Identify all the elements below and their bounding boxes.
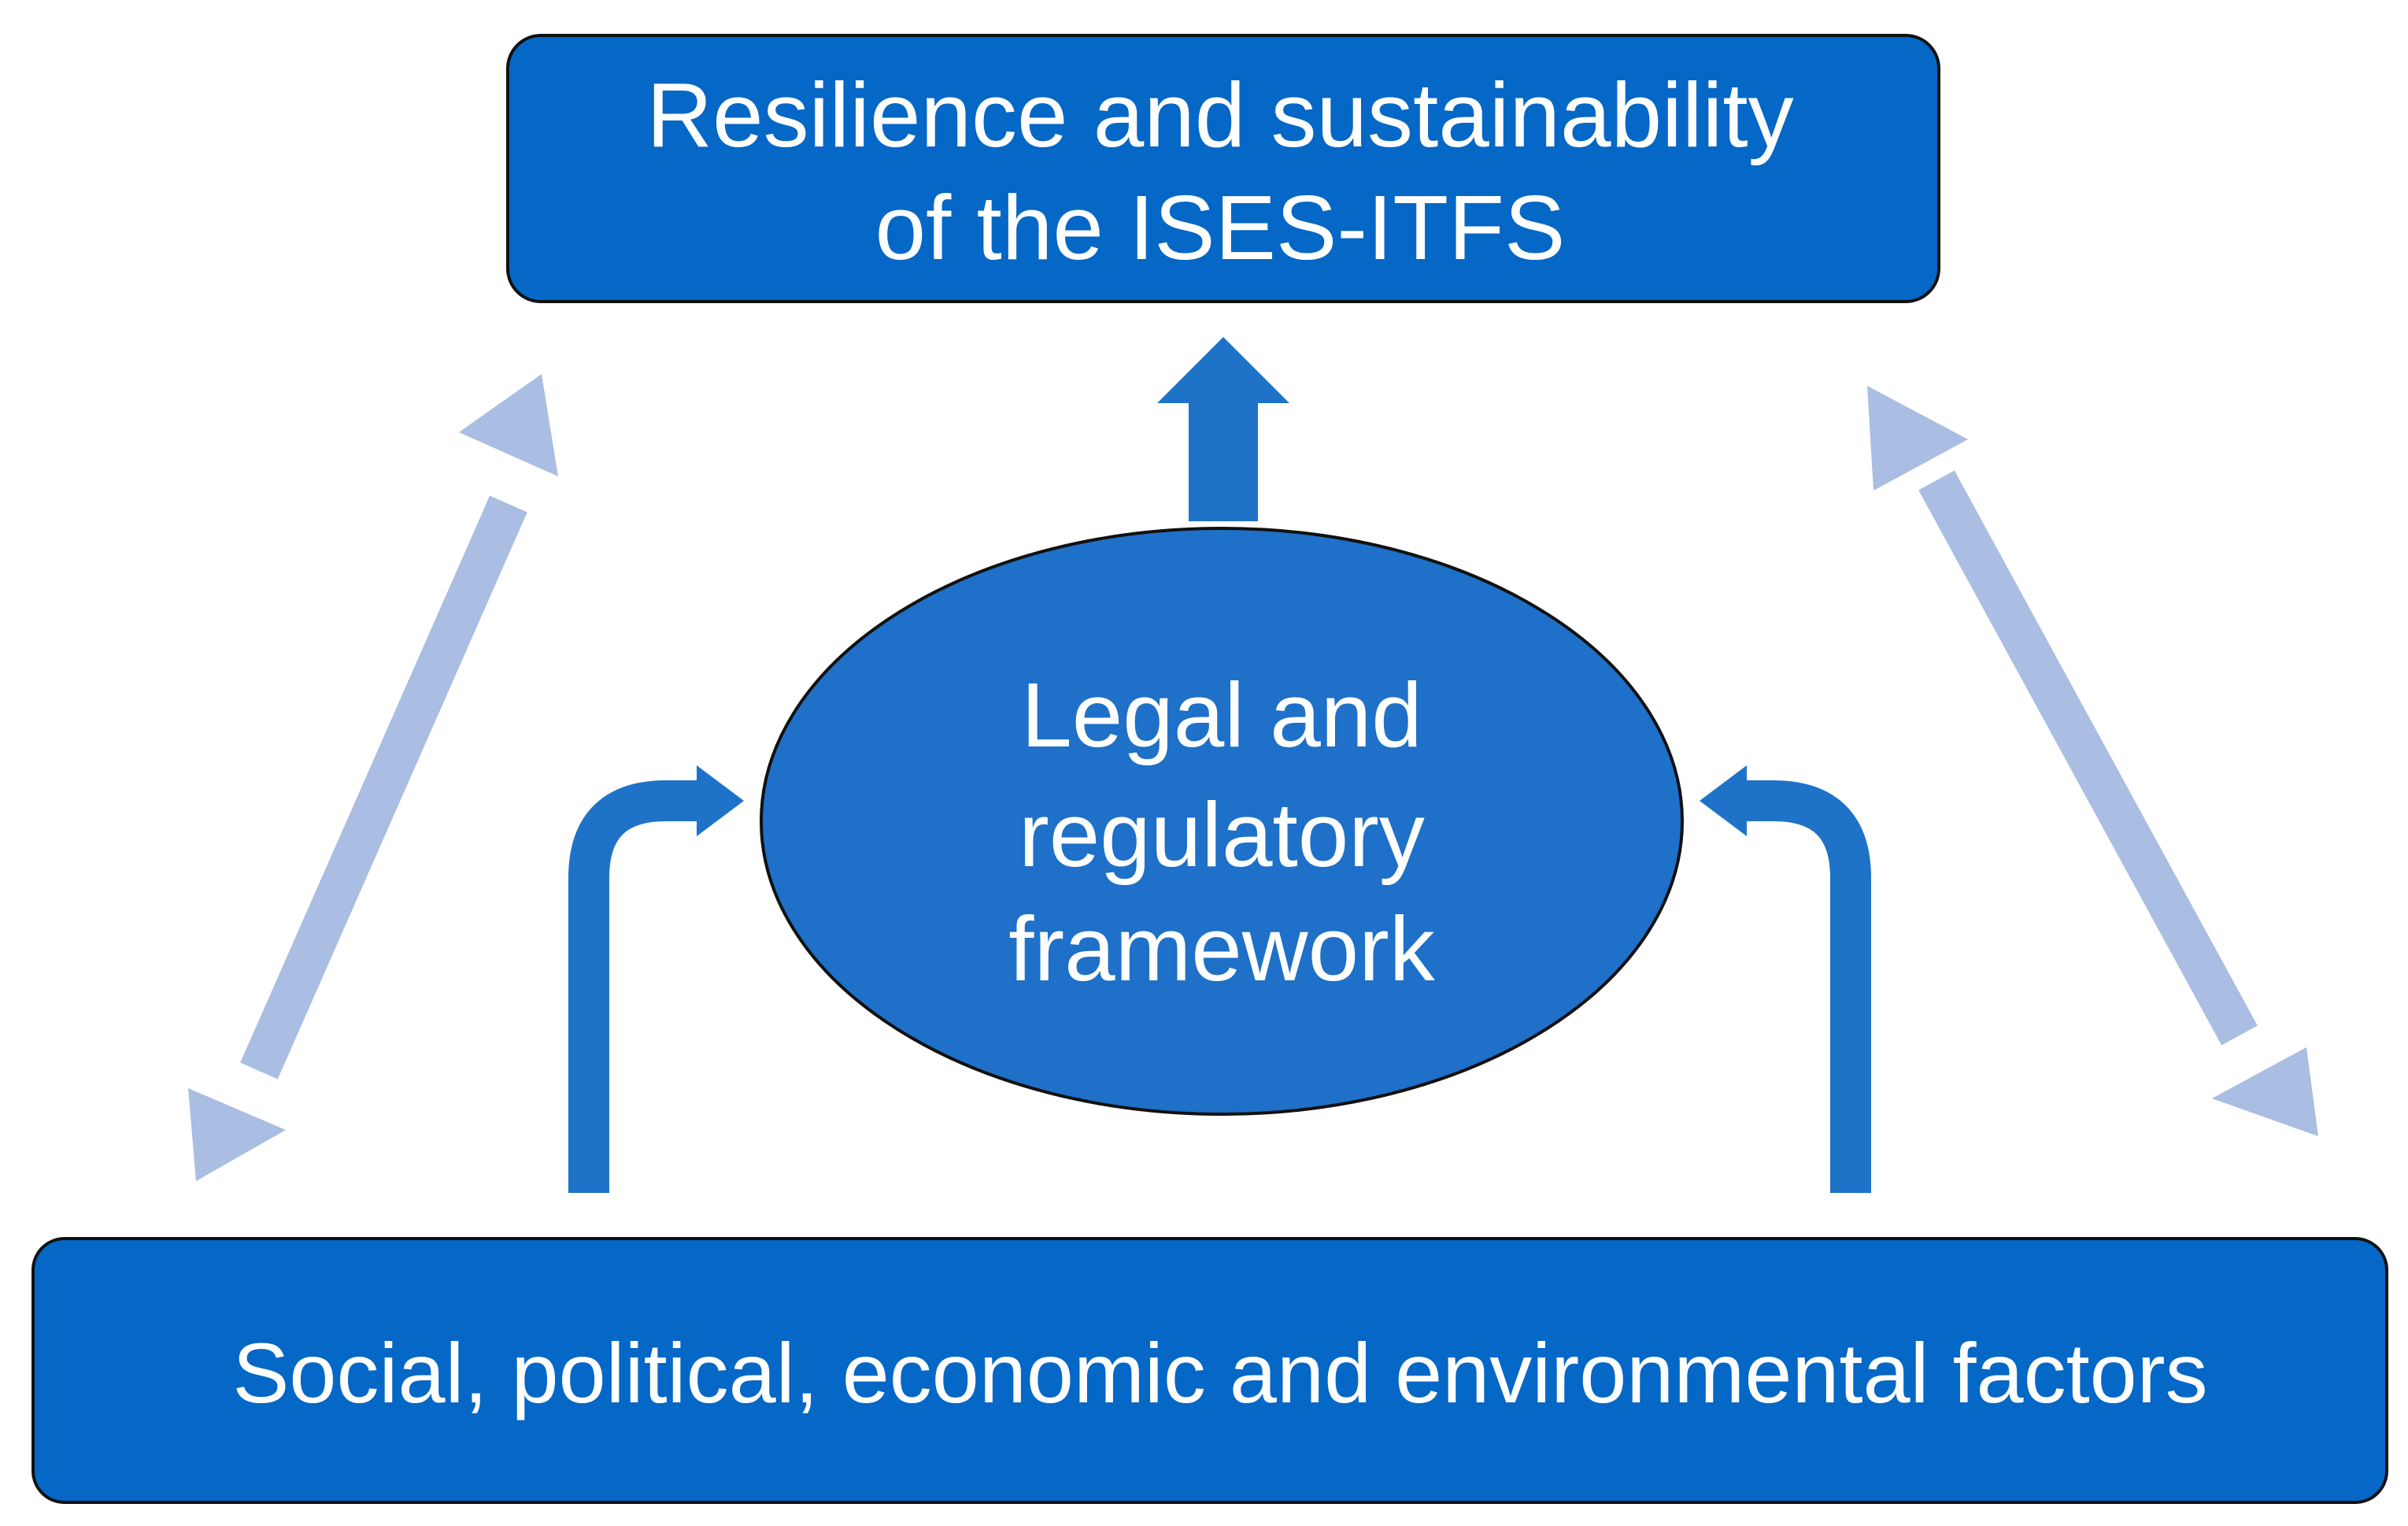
left-double-arrow <box>188 374 558 1181</box>
legal-framework-line-3: framework <box>1008 898 1435 1000</box>
legal-framework-line-1: Legal and <box>1021 664 1422 766</box>
right-double-arrow <box>1867 386 2318 1136</box>
resilience-box-line-2: of the ISES-ITFS <box>875 176 1566 279</box>
resilience-box: Resilience and sustainability of the ISE… <box>506 34 1940 303</box>
up-arrow <box>1157 337 1289 521</box>
factors-box-label: Social, political, economic and environm… <box>232 1325 2207 1420</box>
resilience-box-line-1: Resilience and sustainability <box>646 64 1793 166</box>
factors-box: Social, political, economic and environm… <box>31 1237 2388 1504</box>
left-bent-arrow <box>568 765 744 1193</box>
right-bent-arrow <box>1700 765 1871 1193</box>
legal-framework-line-2: regulatory <box>1019 783 1425 886</box>
legal-framework-ellipse: Legal and regulatory framework <box>760 527 1684 1116</box>
